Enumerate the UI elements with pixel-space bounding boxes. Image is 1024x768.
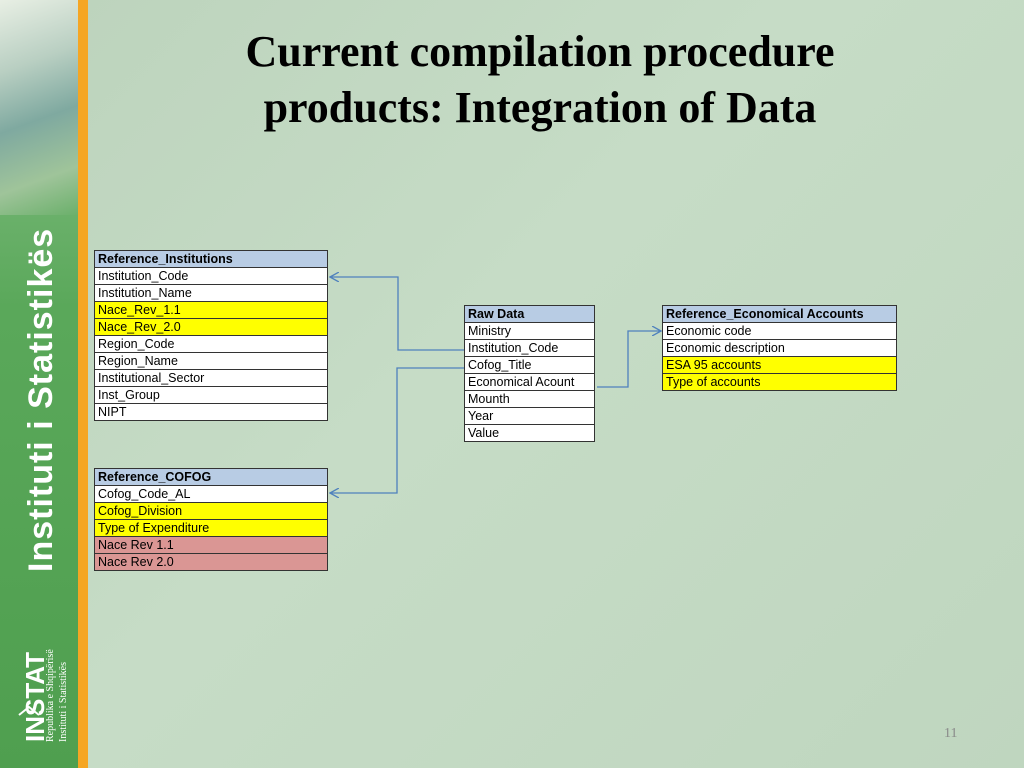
table-row: ESA 95 accounts xyxy=(663,357,897,374)
field-cell: Mounth xyxy=(465,391,595,408)
page-number: 11 xyxy=(944,726,957,742)
accent-strip xyxy=(78,0,88,768)
sidebar-institute-name: Instituti i Statistikës xyxy=(22,228,61,572)
table-row: Economical Acount xyxy=(465,374,595,391)
field-cell: Ministry xyxy=(465,323,595,340)
table-row: Nace_Rev_2.0 xyxy=(95,319,328,336)
field-cell: Type of accounts xyxy=(663,374,897,391)
slide-title-line-1: Current compilation procedure xyxy=(150,24,930,80)
connector-cofog-code xyxy=(330,368,464,493)
field-cell: Institutional_Sector xyxy=(95,370,328,387)
table-row: Inst_Group xyxy=(95,387,328,404)
field-cell: NIPT xyxy=(95,404,328,421)
field-cell: Type of Expenditure xyxy=(95,520,328,537)
field-cell: Nace_Rev_2.0 xyxy=(95,319,328,336)
table-row: Value xyxy=(465,425,595,442)
field-cell: Cofog_Title xyxy=(465,357,595,374)
table-header-row: Reference_Institutions xyxy=(95,251,328,268)
table-row: Nace Rev 2.0 xyxy=(95,554,328,571)
table-row: Nace Rev 1.1 xyxy=(95,537,328,554)
table-row: Institution_Code xyxy=(95,268,328,285)
table-row: Nace_Rev_1.1 xyxy=(95,302,328,319)
field-cell: Institution_Name xyxy=(95,285,328,302)
logo-subtitle-republic: Republika e Shqipërisë xyxy=(45,649,56,742)
table-header: Reference_Economical Accounts xyxy=(663,306,897,323)
table-row: Cofog_Division xyxy=(95,503,328,520)
field-cell: Nace_Rev_1.1 xyxy=(95,302,328,319)
field-cell: Region_Code xyxy=(95,336,328,353)
connector-institution-code xyxy=(330,277,464,350)
field-cell: Institution_Code xyxy=(95,268,328,285)
slide-title-line-2: products: Integration of Data xyxy=(150,80,930,136)
field-cell: Year xyxy=(465,408,595,425)
table-row: Region_Code xyxy=(95,336,328,353)
field-cell: Economical Acount xyxy=(465,374,595,391)
table-header-row: Raw Data xyxy=(465,306,595,323)
field-cell: Inst_Group xyxy=(95,387,328,404)
table-row: Cofog_Code_AL xyxy=(95,486,328,503)
table-row: Region_Name xyxy=(95,353,328,370)
field-cell: Region_Name xyxy=(95,353,328,370)
table-row: Institution_Code xyxy=(465,340,595,357)
field-cell: Cofog_Code_AL xyxy=(95,486,328,503)
table-header-row: Reference_Economical Accounts xyxy=(663,306,897,323)
table-row: Mounth xyxy=(465,391,595,408)
sidebar-photo xyxy=(0,0,78,215)
connector-economic-code xyxy=(597,331,661,387)
table-row: Cofog_Title xyxy=(465,357,595,374)
table-row: Institution_Name xyxy=(95,285,328,302)
field-cell: ESA 95 accounts xyxy=(663,357,897,374)
table-row: Year xyxy=(465,408,595,425)
field-cell: Value xyxy=(465,425,595,442)
table-row: Type of Expenditure xyxy=(95,520,328,537)
table-header: Reference_Institutions xyxy=(95,251,328,268)
table-row: Type of accounts xyxy=(663,374,897,391)
field-cell: Economic code xyxy=(663,323,897,340)
table-header: Reference_COFOG xyxy=(95,469,328,486)
table-header-row: Reference_COFOG xyxy=(95,469,328,486)
field-cell: Cofog_Division xyxy=(95,503,328,520)
table-row: Institutional_Sector xyxy=(95,370,328,387)
logo-subtitle-institute: Instituti i Statistikës xyxy=(58,662,69,742)
field-cell: Institution_Code xyxy=(465,340,595,357)
table-row: NIPT xyxy=(95,404,328,421)
field-cell: Nace Rev 1.1 xyxy=(95,537,328,554)
slide-title: Current compilation procedure products: … xyxy=(150,24,930,136)
table-row: Economic description xyxy=(663,340,897,357)
table-row: Economic code xyxy=(663,323,897,340)
field-cell: Economic description xyxy=(663,340,897,357)
table-header: Raw Data xyxy=(465,306,595,323)
table-row: Ministry xyxy=(465,323,595,340)
field-cell: Nace Rev 2.0 xyxy=(95,554,328,571)
